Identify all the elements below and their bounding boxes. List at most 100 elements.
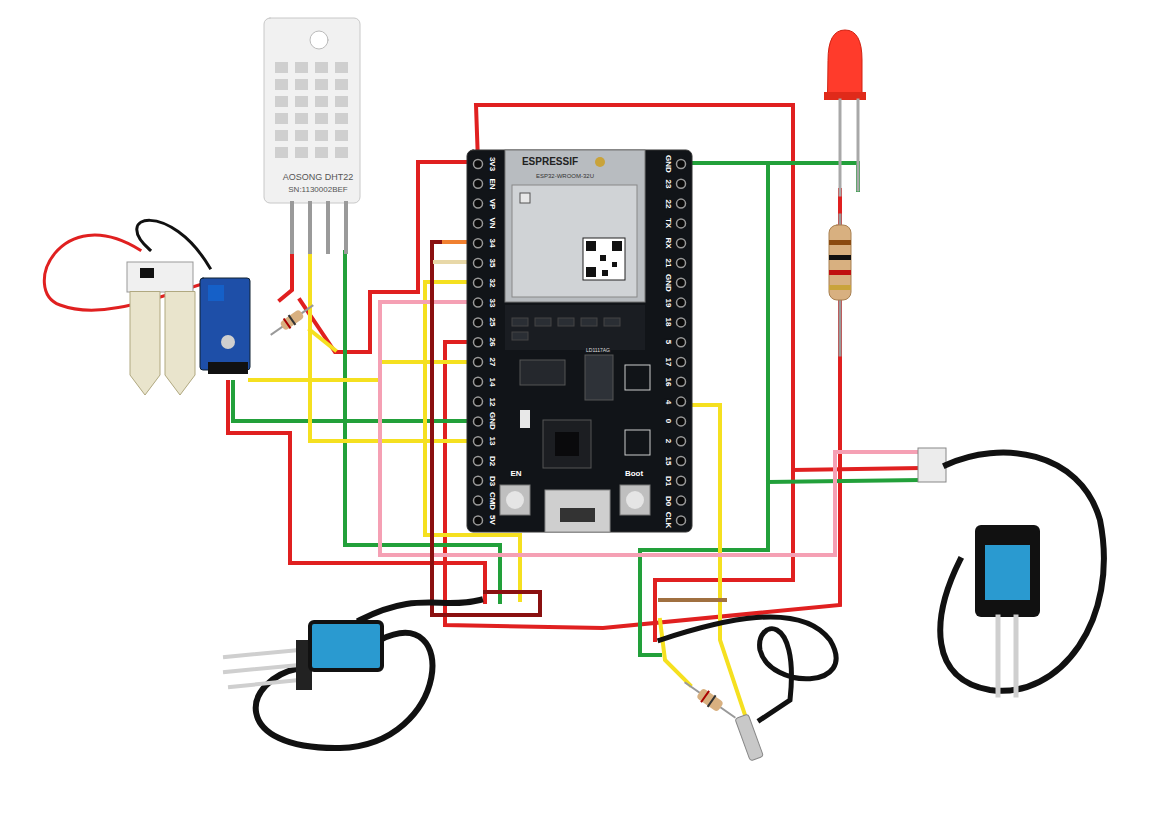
pin-label: 19	[664, 297, 672, 308]
sensor-name: AOSONG DHT22	[282, 173, 355, 182]
pin-hole	[474, 298, 483, 307]
pin-label: 5	[664, 339, 672, 345]
pin-hole	[677, 318, 686, 327]
pin-hole	[677, 239, 686, 248]
pin-label: 0	[664, 418, 672, 424]
pin-label: GND	[664, 154, 672, 174]
pin-hole	[677, 437, 686, 446]
pin-label: 12	[488, 396, 496, 407]
pin-label: VN	[488, 217, 496, 230]
grille-hole	[315, 130, 328, 141]
grille-hole	[275, 113, 288, 124]
esp32-board	[467, 150, 692, 532]
chip-marking: LD1117AG	[585, 348, 611, 353]
pin-hole	[677, 377, 686, 386]
pin-label: 18	[664, 317, 672, 328]
pin-hole	[474, 338, 483, 347]
pin-hole	[474, 496, 483, 505]
grille-hole	[315, 96, 328, 107]
grille-hole	[295, 113, 308, 124]
pin-headers	[474, 160, 686, 525]
grille-hole	[295, 79, 308, 90]
module-name: ESP32-WROOM-32U	[535, 173, 595, 179]
pin-hole	[677, 397, 686, 406]
pin-label: D1	[664, 475, 672, 487]
pin-hole	[474, 397, 483, 406]
pin-hole	[474, 278, 483, 287]
pin-label: VP	[488, 197, 496, 210]
grille-hole	[275, 96, 288, 107]
pin-label: 27	[488, 357, 496, 368]
pin-hole	[474, 377, 483, 386]
grille-hole	[315, 147, 328, 158]
pin-label: GND	[664, 273, 672, 293]
resistor-symbol	[269, 302, 316, 339]
led	[824, 30, 866, 195]
pin-hole	[474, 160, 483, 169]
grille-hole	[335, 79, 348, 90]
pin-label: 4	[664, 398, 672, 404]
pin-hole	[677, 179, 686, 188]
pin-hole	[474, 516, 483, 525]
button-label: EN	[509, 470, 522, 478]
pin-label: 33	[488, 297, 496, 308]
pin-label: 2	[664, 438, 672, 444]
pin-hole	[677, 417, 686, 426]
grille-hole	[295, 62, 308, 73]
pin-label: 5V	[488, 514, 496, 526]
pin-hole	[677, 457, 686, 466]
pin-hole	[677, 298, 686, 307]
soil-probe-sensor	[225, 600, 480, 748]
button-label: Boot	[624, 470, 644, 478]
pin-hole	[474, 239, 483, 248]
grille-hole	[295, 130, 308, 141]
pin-hole	[677, 476, 686, 485]
pin-label: 15	[664, 456, 672, 467]
grille-hole	[295, 147, 308, 158]
grille-hole	[275, 79, 288, 90]
pin-label: 26	[488, 337, 496, 348]
grille-hole	[295, 96, 308, 107]
pin-label: 25	[488, 317, 496, 328]
resistor-symbol	[829, 215, 851, 355]
grille-hole	[275, 130, 288, 141]
pin-hole	[677, 496, 686, 505]
pin-hole	[474, 318, 483, 327]
pin-hole	[677, 199, 686, 208]
pin-label: 21	[664, 258, 672, 269]
pin-hole	[474, 476, 483, 485]
grille-hole	[335, 130, 348, 141]
grille-hole	[335, 147, 348, 158]
pin-label: 22	[664, 198, 672, 209]
pin-label: 14	[488, 376, 496, 387]
pin-hole	[474, 417, 483, 426]
pin-label: 23	[664, 178, 672, 189]
pin-hole	[474, 437, 483, 446]
pin-label: CMD	[488, 490, 496, 510]
brand-text: ESPRESSIF	[521, 157, 579, 167]
pin-label: RX	[664, 237, 672, 250]
pin-hole	[677, 338, 686, 347]
pin-label: CLK	[664, 511, 672, 529]
pin-label: D3	[488, 475, 496, 487]
soil-moisture-sensor	[44, 220, 250, 395]
pin-label: 35	[488, 258, 496, 269]
pin-hole	[677, 516, 686, 525]
pin-hole	[474, 179, 483, 188]
pin-hole	[677, 278, 686, 287]
serial-number: SN:1130002BEF	[287, 186, 348, 194]
grille-hole	[335, 96, 348, 107]
dht22-sensor	[264, 18, 360, 252]
pin-label: TX	[664, 217, 672, 229]
grille-hole	[335, 113, 348, 124]
pin-hole	[677, 259, 686, 268]
pin-label: D0	[664, 494, 672, 506]
pin-hole	[474, 199, 483, 208]
pin-label: 32	[488, 277, 496, 288]
pin-label: 16	[664, 376, 672, 387]
pin-hole	[677, 358, 686, 367]
grille-hole	[275, 62, 288, 73]
pin-label: 34	[488, 238, 496, 249]
pin-label: 3V3	[488, 156, 496, 172]
